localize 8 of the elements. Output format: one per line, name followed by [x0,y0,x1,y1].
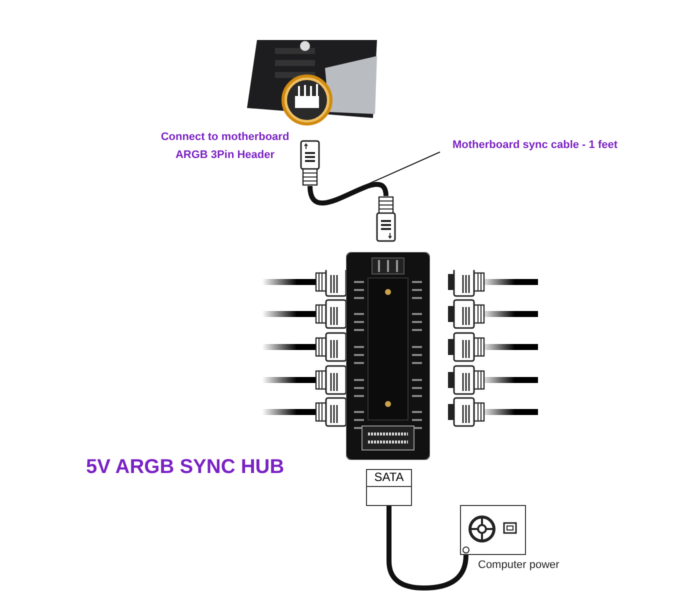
caption-text: Computer power [478,559,560,572]
sata-connector [366,469,412,506]
connector-label: SATA [374,470,404,484]
callout-text: Motherboard sync cable - 1 feet [452,138,618,153]
title: 5V ARGB SYNC HUB [86,455,284,480]
cable [308,182,388,206]
cable [386,506,468,590]
callout-text: Connect to motherboard ARGB 3Pin Header [160,130,290,163]
